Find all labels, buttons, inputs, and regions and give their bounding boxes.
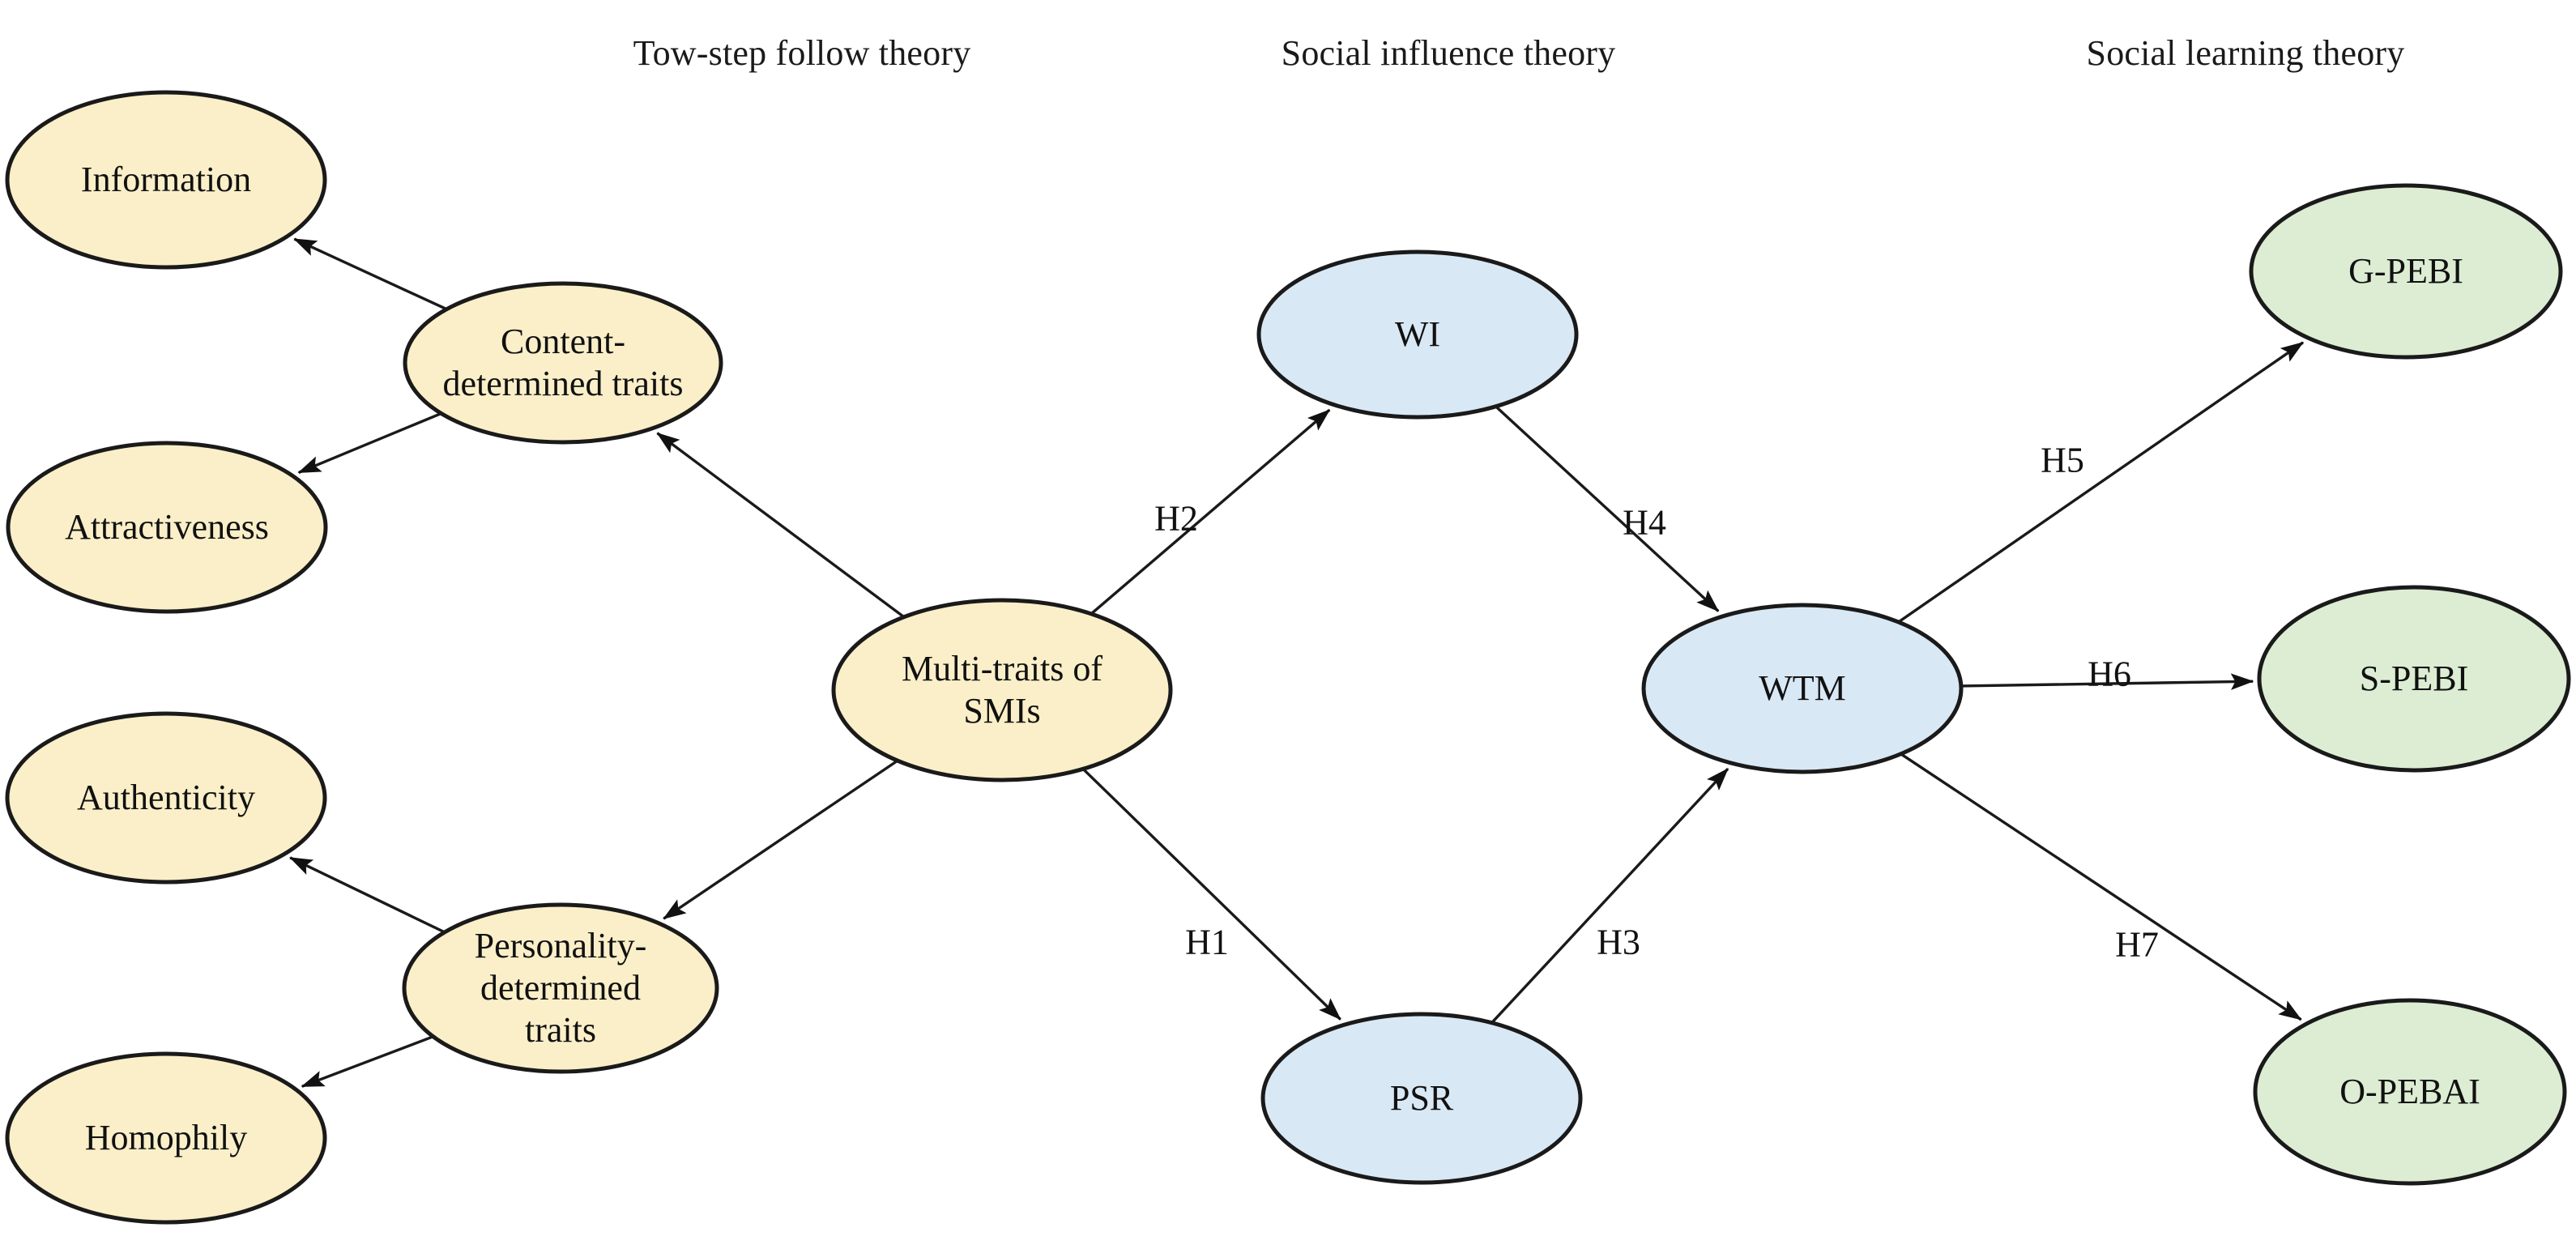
edge-e-personality-homophily xyxy=(301,1035,434,1088)
edge-e-content-attractiveness xyxy=(297,411,442,474)
edges-layer xyxy=(288,237,2305,1088)
node-g-pebi[interactable] xyxy=(2249,183,2563,360)
edge-e-content-information xyxy=(293,237,448,311)
edge-e-multi-psr xyxy=(1081,768,1341,1021)
hypothesis-label-h2: H2 xyxy=(1154,498,1198,539)
hypothesis-label-h7: H7 xyxy=(2115,924,2159,965)
node-wi[interactable] xyxy=(1256,249,1579,420)
edge-e-multi-content xyxy=(656,432,905,619)
edge-e-multi-personality xyxy=(663,759,898,920)
node-authenticity[interactable] xyxy=(5,711,327,885)
node-s-pebi[interactable] xyxy=(2257,585,2571,773)
hypothesis-label-h3: H3 xyxy=(1597,922,1640,962)
node-multi-traits[interactable] xyxy=(831,598,1173,782)
node-personality-traits[interactable] xyxy=(402,902,719,1074)
node-psr[interactable] xyxy=(1260,1012,1583,1185)
edge-e-wtm-gpebi xyxy=(1897,341,2305,624)
edge-e-multi-wi xyxy=(1090,408,1331,616)
hypothesis-label-h6: H6 xyxy=(2088,654,2131,694)
hypothesis-label-h5: H5 xyxy=(2041,440,2084,480)
node-attractiveness[interactable] xyxy=(6,441,328,614)
nodes-layer xyxy=(5,90,2571,1225)
edge-e-wtm-spebi xyxy=(1960,673,2254,690)
hypothesis-label-h1: H1 xyxy=(1185,922,1229,962)
hypothesis-label-h4: H4 xyxy=(1623,502,1666,543)
theory-header-two-step: Tow-step follow theory xyxy=(633,33,971,73)
node-o-pebai[interactable] xyxy=(2253,998,2567,1186)
theory-header-social-influence: Social influence theory xyxy=(1281,33,1616,73)
edge-e-psr-wtm xyxy=(1491,767,1729,1024)
theory-header-social-learning: Social learning theory xyxy=(2086,33,2405,73)
node-content-traits[interactable] xyxy=(403,281,723,445)
edge-e-wi-wtm xyxy=(1495,405,1720,612)
edge-e-wtm-opebai xyxy=(1900,752,2302,1021)
node-information[interactable] xyxy=(5,90,327,270)
edge-e-personality-authenticity xyxy=(288,856,446,934)
node-homophily[interactable] xyxy=(5,1051,327,1225)
node-wtm[interactable] xyxy=(1641,603,1964,774)
